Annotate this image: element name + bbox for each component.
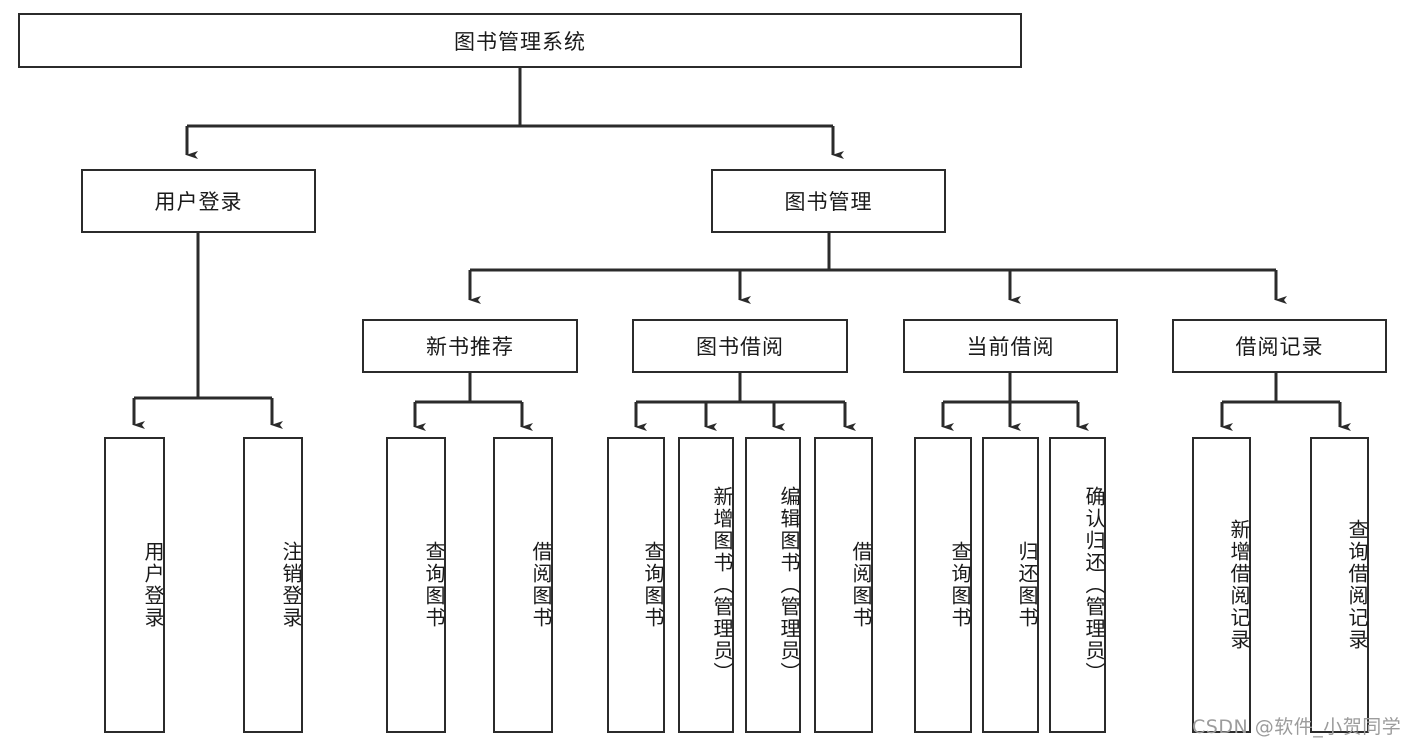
watermark-text: CSDN @软件_小贺同学 <box>1192 716 1402 738</box>
leaf-borrow-query-book[interactable]: 查询图书 <box>607 437 665 733</box>
node-current-borrow[interactable]: 当前借阅 <box>903 319 1118 373</box>
leaf-borrow-borrow-book[interactable]: 借阅图书 <box>814 437 873 733</box>
node-label: 查询图书 <box>948 541 972 629</box>
leaf-current-return-book[interactable]: 归还图书 <box>982 437 1039 733</box>
leaf-borrow-add-book-admin[interactable]: 新增图书（管理员） <box>678 437 734 733</box>
node-label: 图书管理 <box>784 190 873 214</box>
leaf-user-login[interactable]: 用户登录 <box>104 437 165 733</box>
node-label: 图书借阅 <box>696 335 784 359</box>
leaf-record-query-record[interactable]: 查询借阅记录 <box>1310 437 1369 733</box>
node-root-system[interactable]: 图书管理系统 <box>18 13 1022 68</box>
leaf-record-add-record[interactable]: 新增借阅记录 <box>1192 437 1251 733</box>
node-label: 注销登录 <box>279 541 303 629</box>
node-label: 图书管理系统 <box>454 29 586 54</box>
node-label: 确认归还（管理员） <box>1082 486 1106 684</box>
node-label: 查询借阅记录 <box>1345 519 1369 651</box>
leaf-current-query-book[interactable]: 查询图书 <box>914 437 972 733</box>
node-label: 新书推荐 <box>426 335 514 359</box>
node-label: 当前借阅 <box>966 335 1055 359</box>
node-label: 查询图书 <box>641 541 665 629</box>
leaf-current-confirm-return-admin[interactable]: 确认归还（管理员） <box>1049 437 1106 733</box>
leaf-borrow-edit-book-admin[interactable]: 编辑图书（管理员） <box>745 437 801 733</box>
node-label: 新增借阅记录 <box>1227 519 1251 651</box>
node-user-login[interactable]: 用户登录 <box>81 169 316 233</box>
node-label: 编辑图书（管理员） <box>777 486 801 684</box>
leaf-user-logout[interactable]: 注销登录 <box>243 437 303 733</box>
node-label: 用户登录 <box>141 541 165 629</box>
node-label: 新增图书（管理员） <box>710 486 734 684</box>
node-label: 查询图书 <box>422 541 446 629</box>
node-book-borrow[interactable]: 图书借阅 <box>632 319 848 373</box>
node-borrow-record[interactable]: 借阅记录 <box>1172 319 1387 373</box>
node-label: 借阅图书 <box>849 541 873 629</box>
node-label: 借阅记录 <box>1235 335 1324 359</box>
node-book-management[interactable]: 图书管理 <box>711 169 946 233</box>
node-label: 借阅图书 <box>529 541 553 629</box>
node-label: 用户登录 <box>154 190 243 214</box>
node-new-book-recommend[interactable]: 新书推荐 <box>362 319 578 373</box>
leaf-newbook-borrow-book[interactable]: 借阅图书 <box>493 437 553 733</box>
node-label: 归还图书 <box>1015 541 1039 629</box>
leaf-newbook-query-book[interactable]: 查询图书 <box>386 437 446 733</box>
